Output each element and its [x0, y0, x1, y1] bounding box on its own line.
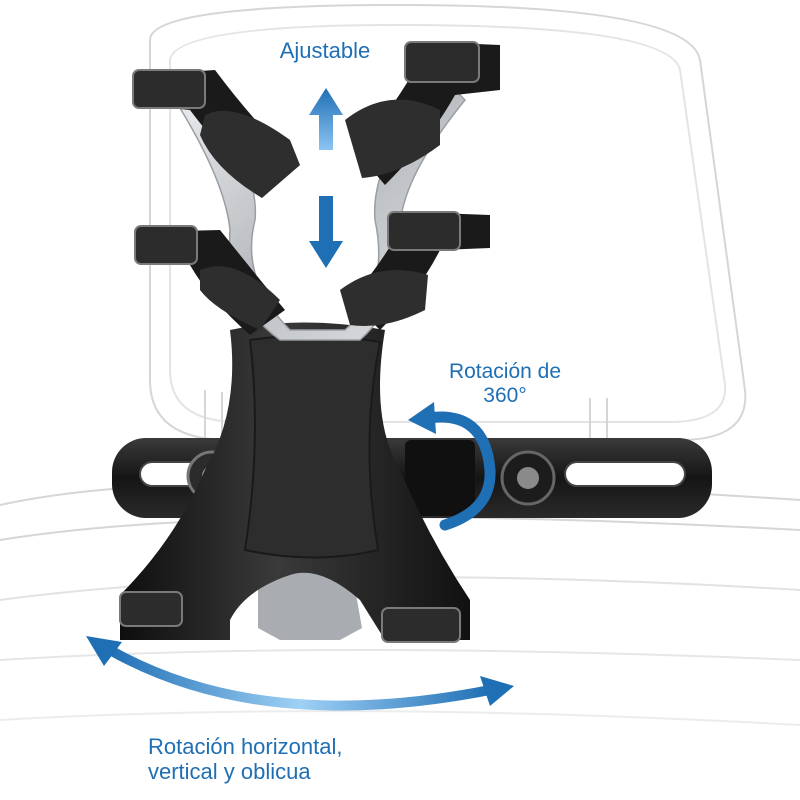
- double-arrow-vertical-icon: [309, 88, 343, 268]
- bottom-feet: [119, 591, 461, 643]
- curved-double-arrow-icon: [86, 636, 514, 711]
- rotation-360-line1: Rotación de: [448, 360, 562, 383]
- rotation-360-line2: 360°: [483, 384, 527, 408]
- adjustable-caption: Ajustable: [0, 38, 650, 63]
- rotation-multi-line1: Rotación horizontal,: [148, 734, 343, 759]
- middle-arms: [134, 211, 490, 335]
- center-pad: [243, 334, 382, 559]
- curved-arrow-360-icon: [408, 402, 496, 531]
- rotation-multi-caption: Rotación horizontal, vertical y oblicua: [148, 734, 342, 785]
- rotation-360-caption: Rotación de 360°: [430, 360, 580, 408]
- adjustable-label: Ajustable: [279, 38, 371, 63]
- upper-arms: [132, 41, 500, 198]
- rotation-multi-line2: vertical y oblicua: [148, 759, 311, 785]
